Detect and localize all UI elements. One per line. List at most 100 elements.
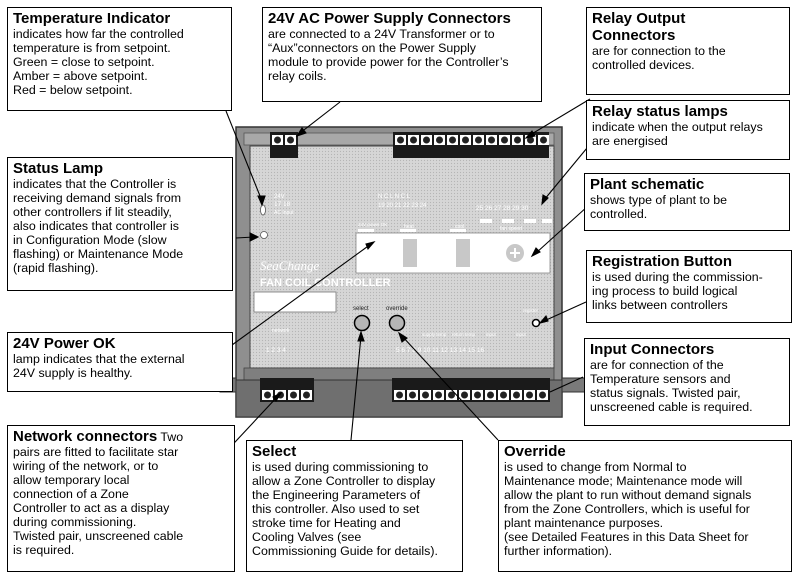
temperature-indicator-lamp <box>260 204 266 216</box>
override-button[interactable] <box>388 314 406 332</box>
callout-text: from the Zone Controllers, which is usef… <box>504 502 750 516</box>
callout-power-ok: 24V Power OK lamp indicates that the ext… <box>7 332 233 392</box>
callout-title: Relay status lamps <box>592 103 728 120</box>
callout-text: allow a Zone Controller to display <box>252 474 436 488</box>
callout-text: connection of a Zone <box>13 487 129 501</box>
terminal-screw-icon <box>513 391 520 399</box>
callout-text: Cooling Valves (see <box>252 530 362 544</box>
callout-title: Connectors <box>592 27 676 44</box>
input-group-1: supply temp <box>422 332 447 337</box>
terminal-screw-icon <box>526 391 533 399</box>
terminal-screw-icon <box>475 136 482 144</box>
callout-text: 24V supply is healthy. <box>13 366 133 380</box>
callout-text: “Aux”connectors on the Power Supply <box>268 41 476 55</box>
terminal-screw-icon <box>514 136 521 144</box>
input-group-2: return temp <box>452 332 476 337</box>
brand-logo: SeaChange <box>260 258 319 273</box>
terminal-screw-icon <box>396 391 403 399</box>
callout-text: Green = close to setpoint. <box>13 55 155 69</box>
terminal-screw-icon <box>500 391 507 399</box>
register-label: register <box>523 308 539 313</box>
callout-text: Red = below setpoint. <box>13 83 133 97</box>
callout-text: plant maintenance purposes. <box>504 516 664 530</box>
terminal-screw-icon <box>462 136 469 144</box>
callout-text: in Configuration Mode (slow <box>13 233 167 247</box>
callout-text: Commissioning Guide for details). <box>252 544 438 558</box>
terminal-screw-icon <box>527 136 534 144</box>
terminal-screw-icon <box>410 136 417 144</box>
network-label: network <box>272 328 290 334</box>
registration-button[interactable] <box>531 318 541 328</box>
status-lamp <box>260 231 268 239</box>
callout-text: wiring of the network, or to <box>13 459 159 473</box>
override-label: override <box>386 306 408 312</box>
status-tag-label: 24V power OK <box>358 222 387 227</box>
callout-text: controlled. <box>590 207 648 221</box>
callout-text: indicate when the output relays <box>592 120 763 134</box>
callout-text: are energised <box>592 134 668 148</box>
terminal-screw-icon <box>488 136 495 144</box>
callout-text: ing process to build logical <box>592 284 738 298</box>
terminal-screw-icon <box>448 391 455 399</box>
terminal-screw-icon <box>436 136 443 144</box>
terminal-screw-icon <box>449 136 456 144</box>
callout-text: (see Detailed Features in this Data Shee… <box>504 530 749 544</box>
cool-label: cool <box>455 224 464 230</box>
callout-text: indicates that the Controller is <box>13 177 177 191</box>
callout-registration: Registration Button is used during the c… <box>586 250 792 323</box>
callout-text: Controller to act as a display <box>13 501 170 515</box>
callout-title: 24V AC Power Supply Connectors <box>268 10 511 27</box>
callout-text: the Engineering Parameters of <box>252 488 421 502</box>
callout-text: stroke time for Heating and <box>252 516 401 530</box>
callout-text: Amber = above setpoint. <box>13 69 148 83</box>
callout-text: is used to change from Normal to <box>504 460 687 474</box>
callout-relay-status: Relay status lamps indicate when the out… <box>586 100 790 160</box>
callout-title: Relay Output <box>592 10 686 27</box>
label-plate <box>253 291 337 313</box>
callout-network: Network connectors Two pairs are fitted … <box>7 425 235 572</box>
callout-text: are for connection of the <box>590 358 724 372</box>
model-name: FAN COIL CONTROLLER <box>260 277 391 289</box>
callout-text: during commissioning. <box>13 515 137 529</box>
callout-text: module to provide power for the Controll… <box>268 55 509 69</box>
terminal-screw-icon <box>474 391 481 399</box>
select-button[interactable] <box>353 314 371 332</box>
callout-text: flashing) or Maintenance Mode <box>13 247 184 261</box>
callout-text: Twisted pair, unscreened cable <box>13 529 184 543</box>
callout-text: lamp indicates that the external <box>13 352 185 366</box>
callout-title: Input Connectors <box>590 341 715 358</box>
callout-text: is used during the commission- <box>592 270 763 284</box>
relay-mid-nums: 19 20 21 22 23 24 <box>378 203 427 209</box>
callout-temperature-indicator: Temperature Indicator indicates how far … <box>7 7 232 111</box>
callout-text: Maintenance mode; Maintenance mode will <box>504 474 743 488</box>
select-label: select <box>353 306 369 312</box>
callout-input-connectors: Input Connectors are for connection of t… <box>584 338 790 426</box>
relay-right-nums: 25 26 27 28 29 30 <box>476 205 529 212</box>
callout-text: (rapid flashing). <box>13 261 99 275</box>
relay-status-lamps <box>480 219 552 223</box>
terminal-screw-icon <box>303 391 310 399</box>
terminal-screw-icon <box>501 136 508 144</box>
callout-text: indicates how far the controlled <box>13 27 184 41</box>
callout-text: shows type of plant to be <box>590 193 728 207</box>
callout-text: controlled devices. <box>592 58 695 72</box>
callout-status-lamp: Status Lamp indicates that the Controlle… <box>7 157 233 291</box>
callout-text: temperature is from setpoint. <box>13 41 171 55</box>
callout-text: receiving demand signals from <box>13 191 182 205</box>
terminal-screw-icon <box>422 391 429 399</box>
status-tag-bars <box>358 229 466 232</box>
top-term-nums: 17 18 <box>274 201 291 208</box>
terminal-screw-icon <box>264 391 271 399</box>
callout-text: Temperature sensors and <box>590 372 731 386</box>
fan-label: fan speed <box>500 226 522 232</box>
callout-title: Select <box>252 443 297 460</box>
input-group-3: input <box>486 332 497 337</box>
callout-title: Status Lamp <box>13 160 104 177</box>
relay-mid-letters: N C L N C L <box>378 194 411 200</box>
callout-text: are for connection to the <box>592 44 726 58</box>
callout-title: 24V Power OK <box>13 335 116 352</box>
callout-text: is used during commissioning to <box>252 460 429 474</box>
callout-plant-schematic: Plant schematic shows type of plant to b… <box>584 173 790 231</box>
